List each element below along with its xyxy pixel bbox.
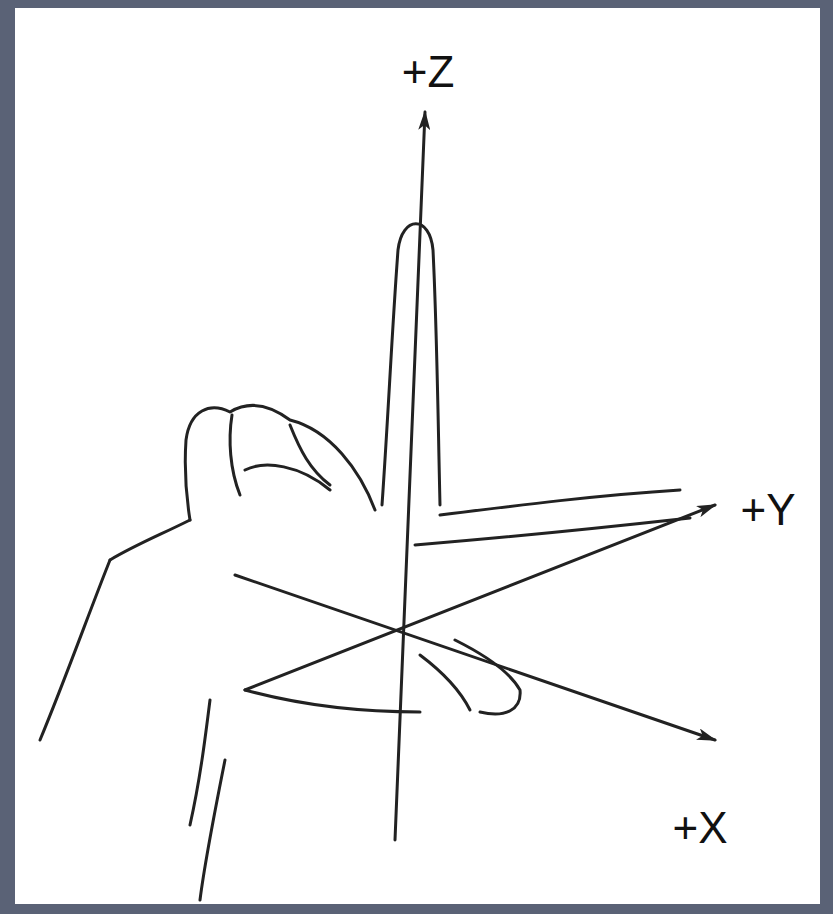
hand-outline [40, 224, 690, 900]
x-axis [235, 575, 715, 740]
axis-label: +Y [740, 488, 795, 532]
axis-label: +X [672, 806, 727, 850]
axis-label: +Z [402, 50, 455, 94]
paper-ground [15, 8, 820, 904]
z-axis [395, 112, 425, 840]
y-axis [245, 505, 715, 690]
